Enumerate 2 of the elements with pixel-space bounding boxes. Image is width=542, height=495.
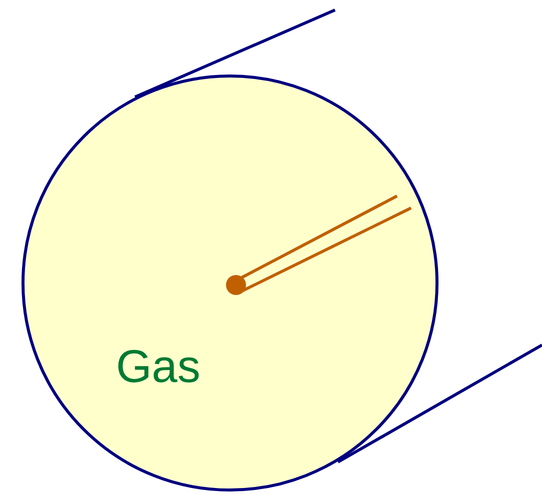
gas-circle [21,74,439,492]
gas-label: Gas [116,339,200,393]
